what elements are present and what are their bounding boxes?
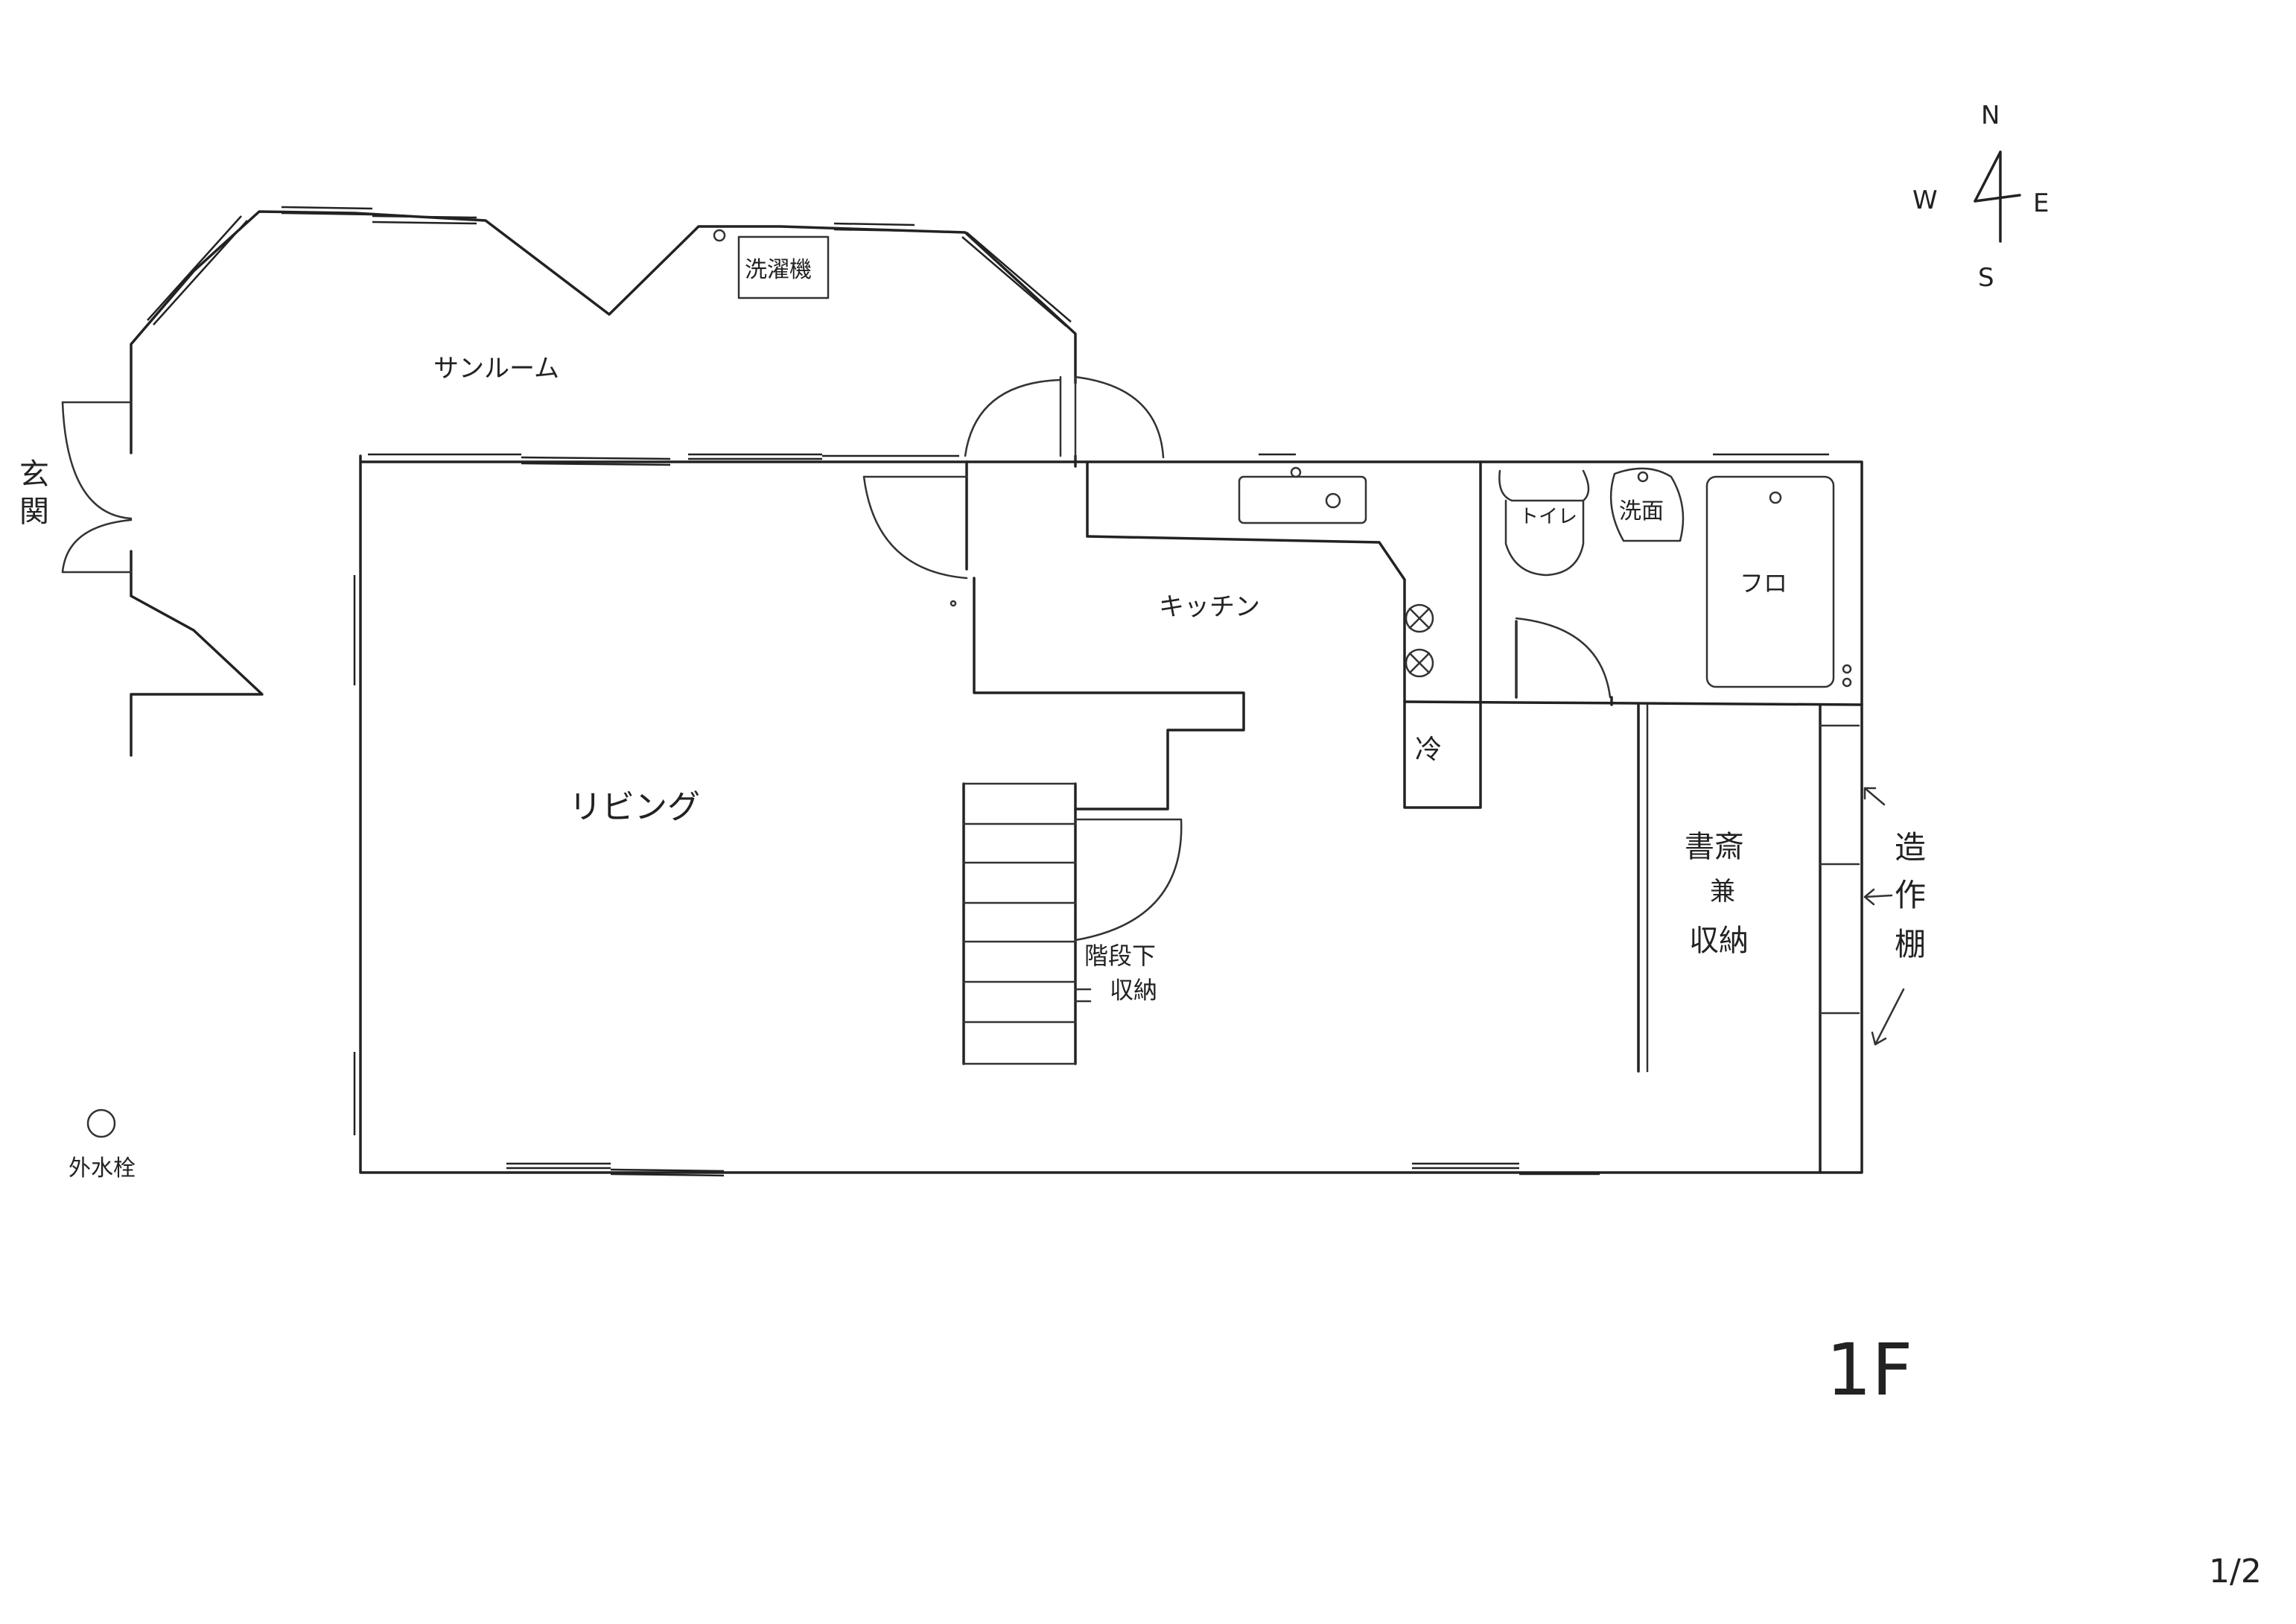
label-study-2: 兼 bbox=[1710, 877, 1735, 907]
stairs bbox=[962, 782, 1092, 1065]
compass-arrow-icon bbox=[1974, 150, 2021, 243]
toilet-door bbox=[1515, 617, 1612, 699]
label-living: リビング bbox=[569, 788, 700, 826]
entrance-door bbox=[61, 401, 133, 574]
shelf-arrows bbox=[1863, 787, 1905, 1046]
outdoor-tap-symbol bbox=[86, 1108, 116, 1138]
label-washroom: 洗面 bbox=[1619, 498, 1664, 524]
label-study-3: 収納 bbox=[1689, 924, 1749, 958]
label-entrance-2: 関 bbox=[19, 495, 49, 529]
living-door bbox=[862, 475, 968, 607]
label-shelf-2: 作 bbox=[1895, 877, 1926, 913]
label-sunroom: サンルーム bbox=[433, 354, 559, 384]
label-under-stairs-1: 階段下 bbox=[1084, 942, 1156, 970]
toilet-fixture bbox=[1498, 469, 1590, 577]
label-toilet: トイレ bbox=[1519, 506, 1577, 528]
sunroom-walls bbox=[130, 210, 1077, 757]
label-under-stairs-2: 収納 bbox=[1110, 976, 1157, 1004]
stove-burners bbox=[1405, 603, 1434, 678]
label-entrance-1: 玄 bbox=[19, 457, 49, 492]
sunroom-doors bbox=[964, 375, 1165, 460]
label-shelf-3: 棚 bbox=[1895, 926, 1926, 962]
washbasin-fixture bbox=[1609, 467, 1685, 542]
label-study-1: 書斎 bbox=[1685, 830, 1744, 864]
floor-label: 1F bbox=[1826, 1328, 1912, 1412]
compass-south: S bbox=[1978, 263, 1994, 293]
under-stairs-door bbox=[1074, 818, 1183, 942]
label-shelf-1: 造 bbox=[1895, 829, 1926, 866]
compass-west: W bbox=[1912, 185, 1938, 215]
label-fridge: 冷 bbox=[1415, 735, 1442, 765]
main-windows bbox=[353, 453, 1829, 1177]
compass-north: N bbox=[1981, 101, 2000, 130]
label-bath: フロ bbox=[1740, 569, 1787, 597]
built-in-shelves bbox=[1819, 724, 1860, 1015]
washing-machine bbox=[713, 229, 830, 299]
label-washing-machine: 洗濯機 bbox=[745, 257, 812, 283]
page-number: 1/2 bbox=[2209, 1552, 2262, 1590]
label-kitchen: キッチン bbox=[1159, 592, 1260, 622]
kitchen-sink bbox=[1238, 466, 1367, 524]
sunroom-windows bbox=[147, 206, 1072, 327]
compass-east: E bbox=[2033, 188, 2049, 218]
bathtub bbox=[1705, 475, 1852, 688]
label-outdoor-tap: 外水栓 bbox=[69, 1155, 136, 1181]
